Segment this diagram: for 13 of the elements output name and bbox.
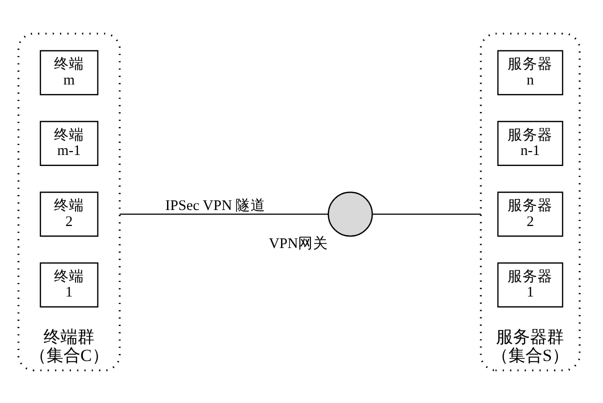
node-box: 终端 m: [40, 50, 98, 95]
node-box: 终端 m-1: [40, 120, 98, 166]
node-box: 服务器 2: [497, 191, 564, 236]
node-box: 服务器 1: [497, 262, 564, 308]
node-label: VPN网关: [268, 235, 328, 252]
node-box: 服务器 n-1: [497, 120, 564, 166]
node-box: 终端 1: [40, 262, 98, 308]
node-box: 服务器 n: [497, 50, 564, 95]
edge-label: IPSec VPN 隧道: [165, 198, 266, 214]
node-circle: [328, 191, 373, 236]
node-box: 终端 2: [40, 191, 98, 236]
connector: [372, 213, 481, 214]
connector: [120, 213, 328, 214]
